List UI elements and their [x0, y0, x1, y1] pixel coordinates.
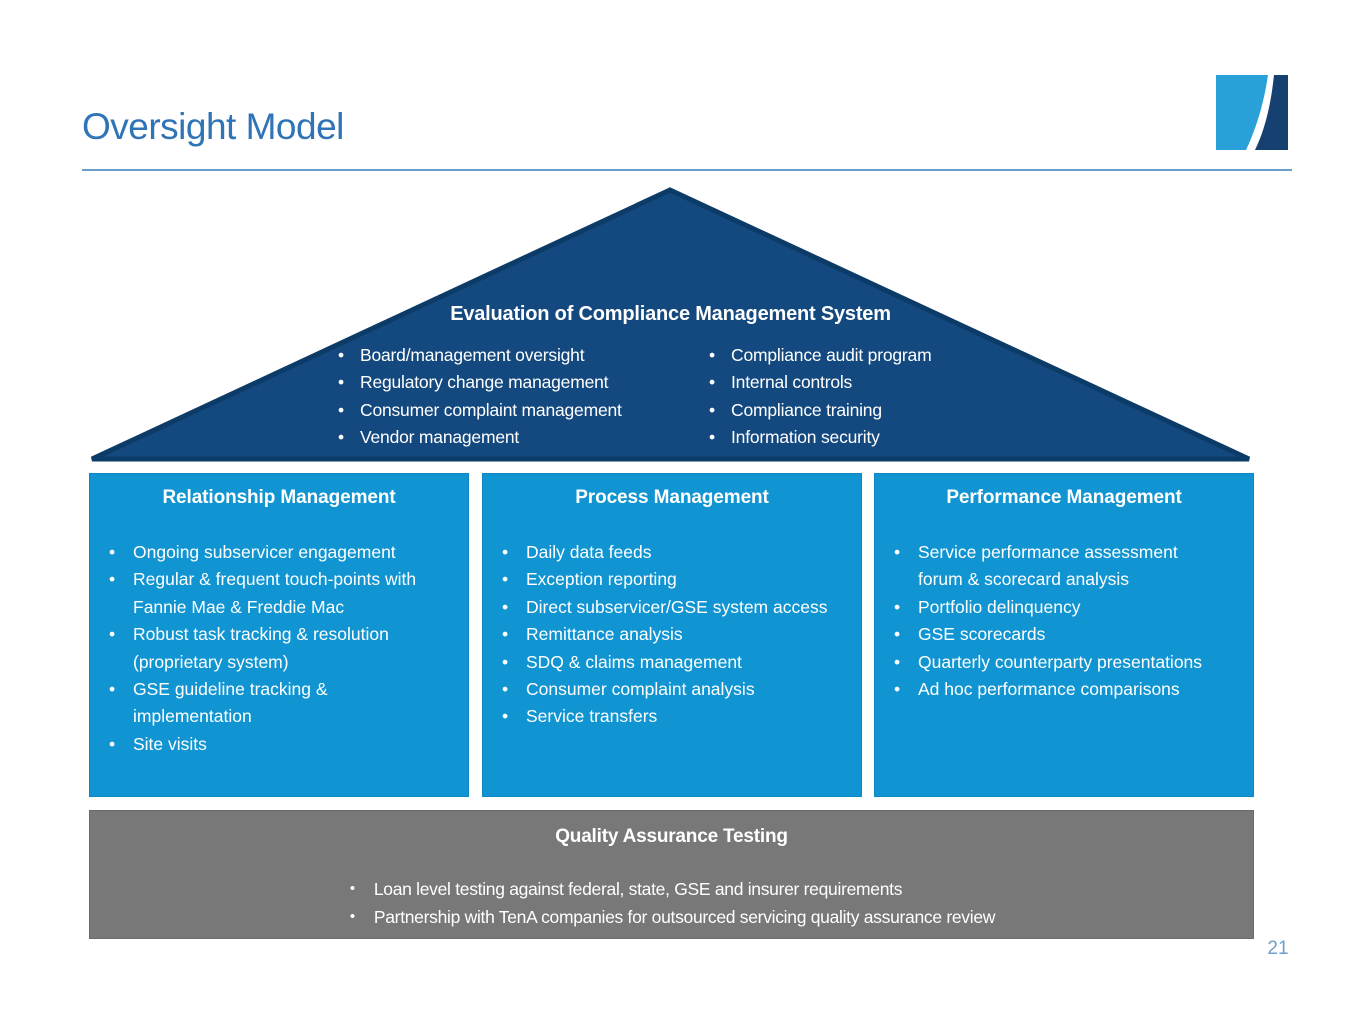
box-title: Process Management: [575, 487, 769, 508]
pyramid-bullets-left: Board/management oversight Regulatory ch…: [336, 342, 622, 451]
bullet-item: Ongoing subservicer engagement: [106, 539, 436, 567]
bullet-item: Loan level testing against federal, stat…: [348, 875, 995, 903]
bullet-item: Information security: [707, 424, 931, 452]
bullet-item: Partnership with TenA companies for outs…: [348, 903, 996, 931]
bullet-item: Service transfers: [499, 703, 829, 731]
bullet-item: Compliance audit program: [707, 342, 932, 370]
qa-title: Quality Assurance Testing: [555, 826, 788, 847]
bullet-item: Direct subservicer/GSE system access: [499, 594, 829, 622]
bullet-item: SDQ & claims management: [499, 649, 829, 677]
bullet-item: Portfolio delinquency: [891, 594, 1221, 622]
bullet-item: Exception reporting: [499, 566, 829, 594]
title-divider: [82, 169, 1292, 171]
bullet-item: Consumer complaint management: [336, 397, 622, 425]
box-bullets: Daily data feeds Exception reporting Dir…: [499, 539, 851, 731]
box-bullets: Service performance assessment forum & s…: [891, 539, 1243, 704]
column-box-performance-management: Performance Management Service performan…: [874, 473, 1254, 797]
bullet-item: Daily data feeds: [499, 539, 829, 567]
bullet-item: Site visits: [106, 731, 436, 759]
bullet-item: Quarterly counterparty presentations: [891, 649, 1221, 677]
column-box-relationship-management: Relationship Management Ongoing subservi…: [89, 473, 469, 797]
bullet-item: Compliance training: [707, 397, 931, 425]
brand-logo-icon: [1216, 75, 1288, 150]
pyramid-title: Evaluation of Compliance Management Syst…: [450, 303, 891, 325]
bullet-item: Internal controls: [707, 369, 931, 397]
column-box-process-management: Process Management Daily data feeds Exce…: [482, 473, 862, 797]
bullet-item: Remittance analysis: [499, 621, 829, 649]
pyramid-section: Evaluation of Compliance Management Syst…: [88, 186, 1253, 462]
bullet-item: Vendor management: [336, 424, 622, 452]
box-title: Relationship Management: [162, 487, 396, 508]
bullet-item: GSE guideline tracking & implementation: [106, 676, 436, 731]
bullet-item: Board/management oversight: [336, 342, 622, 370]
bullet-item: Robust task tracking & resolution (propr…: [106, 621, 436, 676]
brand-logo-swoosh-icon: [1216, 75, 1288, 150]
quality-assurance-box: Quality Assurance Testing Loan level tes…: [89, 810, 1254, 939]
bullet-item: Regular & frequent touch-points with Fan…: [106, 566, 436, 621]
box-bullets: Ongoing subservicer engagement Regular &…: [106, 539, 458, 759]
bullet-item: Ad hoc performance comparisons: [891, 676, 1221, 704]
bullet-item: GSE scorecards: [891, 621, 1221, 649]
box-title: Performance Management: [946, 487, 1182, 508]
page-number: 21: [1267, 938, 1289, 959]
bullet-item: Regulatory change management: [336, 369, 622, 397]
pyramid-bullets-right: Compliance audit program Internal contro…: [707, 342, 932, 452]
qa-bullets: Loan level testing against federal, stat…: [348, 875, 996, 931]
page-title: Oversight Model: [82, 106, 344, 147]
bullet-item: Consumer complaint analysis: [499, 676, 829, 704]
bullet-item: Service performance assessment forum & s…: [891, 539, 1221, 594]
